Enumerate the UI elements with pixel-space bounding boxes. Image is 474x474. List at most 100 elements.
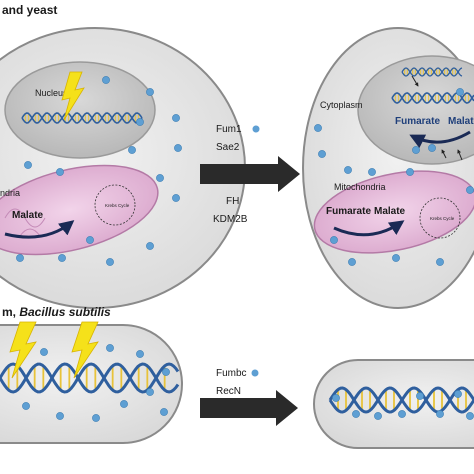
metabolite-dot — [368, 168, 376, 176]
left-bacterium-dna-strand-1 — [0, 362, 180, 394]
metabolite-dot — [374, 412, 382, 420]
left-krebs-label: Krebs Cycle — [105, 203, 130, 208]
right-mitochondrion — [313, 170, 474, 254]
top-label-fum1: Fum1 — [216, 124, 242, 135]
right-mito-label: Mitochondria — [334, 182, 386, 192]
bottom-heading-species: Bacillus subtilis — [19, 305, 111, 319]
bottom-label-fumbc: Fumbc — [216, 368, 247, 379]
top-label-fh: FH — [226, 196, 239, 207]
left-nucleus-label: Nucleus — [35, 88, 68, 98]
left-mito-arrow — [4, 220, 75, 239]
metabolite-dot — [102, 76, 110, 84]
metabolite-dot — [24, 161, 32, 169]
metabolite-dot — [22, 402, 30, 410]
metabolite-dot — [146, 388, 154, 396]
metabolite-dot — [352, 410, 360, 418]
right-bacterium — [313, 359, 474, 449]
metabolite-dot — [106, 258, 114, 266]
metabolite-dot — [40, 348, 48, 356]
right-bacterium-dna-strand-2 — [328, 386, 474, 414]
left-bacterium — [0, 321, 183, 444]
right-nucleus-arrow — [409, 130, 471, 149]
right-nucleus-dna-top — [401, 67, 463, 77]
top-label-kdm2b: KDM2B — [213, 214, 248, 225]
metabolite-dot — [172, 114, 180, 122]
left-bacterium-lightning-icon-2 — [71, 321, 99, 379]
top-label-fum1-dot — [252, 125, 260, 133]
metabolite-dot — [398, 410, 406, 418]
metabolite-dot — [406, 168, 414, 176]
left-bacterium-body — [0, 324, 183, 444]
metabolite-dot — [416, 392, 424, 400]
metabolite-dot — [106, 344, 114, 352]
metabolite-dot — [162, 368, 170, 376]
right-nuc-pointer-2 — [441, 149, 447, 159]
metabolite-dot — [56, 168, 64, 176]
left-nucleus — [4, 61, 156, 159]
right-mito-malate-label: Malate — [374, 206, 406, 217]
left-bacterium-lightning-icon-1 — [9, 321, 37, 379]
left-nucleus-lightning-icon — [61, 71, 85, 121]
metabolite-dot — [456, 88, 464, 96]
bottom-section-heading: m, Bacillus subtilis — [2, 305, 111, 319]
left-nucleus-dna-strand-2 — [21, 112, 143, 124]
metabolite-dot — [86, 236, 94, 244]
right-nuc-pointer-1 — [411, 75, 419, 87]
metabolite-dot — [436, 258, 444, 266]
bottom-transition-arrow — [200, 390, 298, 426]
metabolite-dot — [466, 412, 474, 420]
right-fumarate-label: Fumarate — [395, 116, 440, 127]
top-transition-arrow — [200, 156, 300, 192]
metabolite-dot — [314, 124, 322, 132]
metabolite-dot — [428, 144, 436, 152]
metabolite-dots — [16, 76, 474, 422]
metabolite-dot — [92, 414, 100, 422]
right-mito-arrow — [333, 220, 405, 237]
metabolite-dot — [128, 146, 136, 154]
right-krebs-cycle-icon — [419, 197, 461, 239]
bottom-heading-prefix: m, — [2, 305, 19, 319]
metabolite-dot — [146, 88, 154, 96]
top-section-heading: and yeast — [2, 3, 57, 17]
right-nucleus-dna-top-strand-1 — [401, 67, 463, 77]
left-nucleus-dna — [21, 112, 143, 124]
right-mito-fumarate-label: Fumarate — [326, 206, 371, 217]
metabolite-dot — [136, 118, 144, 126]
left-eukaryotic-cell: Nucleus ndria Malate Krebs Cycle — [0, 27, 246, 309]
right-nucleus-dna-mid-strand-1 — [391, 92, 474, 104]
right-eukaryotic-cell: Cytoplasm Fumarate Malate Mitochondria F… — [302, 27, 474, 309]
right-krebs-label: Krebs Cycle — [430, 216, 455, 221]
right-malate-label: Malate — [448, 116, 474, 127]
left-malate-label: Malate — [12, 210, 44, 221]
metabolite-dot — [318, 150, 326, 158]
metabolite-dot — [392, 254, 400, 262]
metabolite-dot — [56, 412, 64, 420]
metabolite-dot — [120, 400, 128, 408]
metabolite-dot — [466, 186, 474, 194]
top-label-sae2: Sae2 — [216, 142, 240, 153]
metabolite-dot — [160, 408, 168, 416]
right-cytoplasm-label: Cytoplasm — [320, 100, 363, 110]
left-mito-label: ndria — [0, 188, 20, 198]
right-nucleus — [357, 55, 474, 165]
bottom-transition: Fumbc RecN — [200, 368, 298, 426]
metabolite-dot — [136, 350, 144, 358]
right-nuc-pointer-3 — [457, 149, 463, 161]
metabolite-dot — [330, 236, 338, 244]
metabolite-dot — [58, 254, 66, 262]
metabolite-dot — [436, 410, 444, 418]
left-krebs-cycle-icon — [94, 184, 136, 226]
metabolite-dot — [454, 390, 462, 398]
metabolite-dot — [348, 258, 356, 266]
metabolite-dot — [146, 242, 154, 250]
metabolite-dot — [332, 394, 340, 402]
metabolite-dot — [344, 166, 352, 174]
left-mito-cristae — [4, 208, 46, 237]
metabolite-dot — [16, 254, 24, 262]
bottom-label-fumbc-dot — [251, 369, 259, 377]
metabolite-dot — [412, 146, 420, 154]
metabolite-dot — [156, 174, 164, 182]
bottom-label-recn: RecN — [216, 386, 241, 397]
metabolite-dot — [172, 194, 180, 202]
